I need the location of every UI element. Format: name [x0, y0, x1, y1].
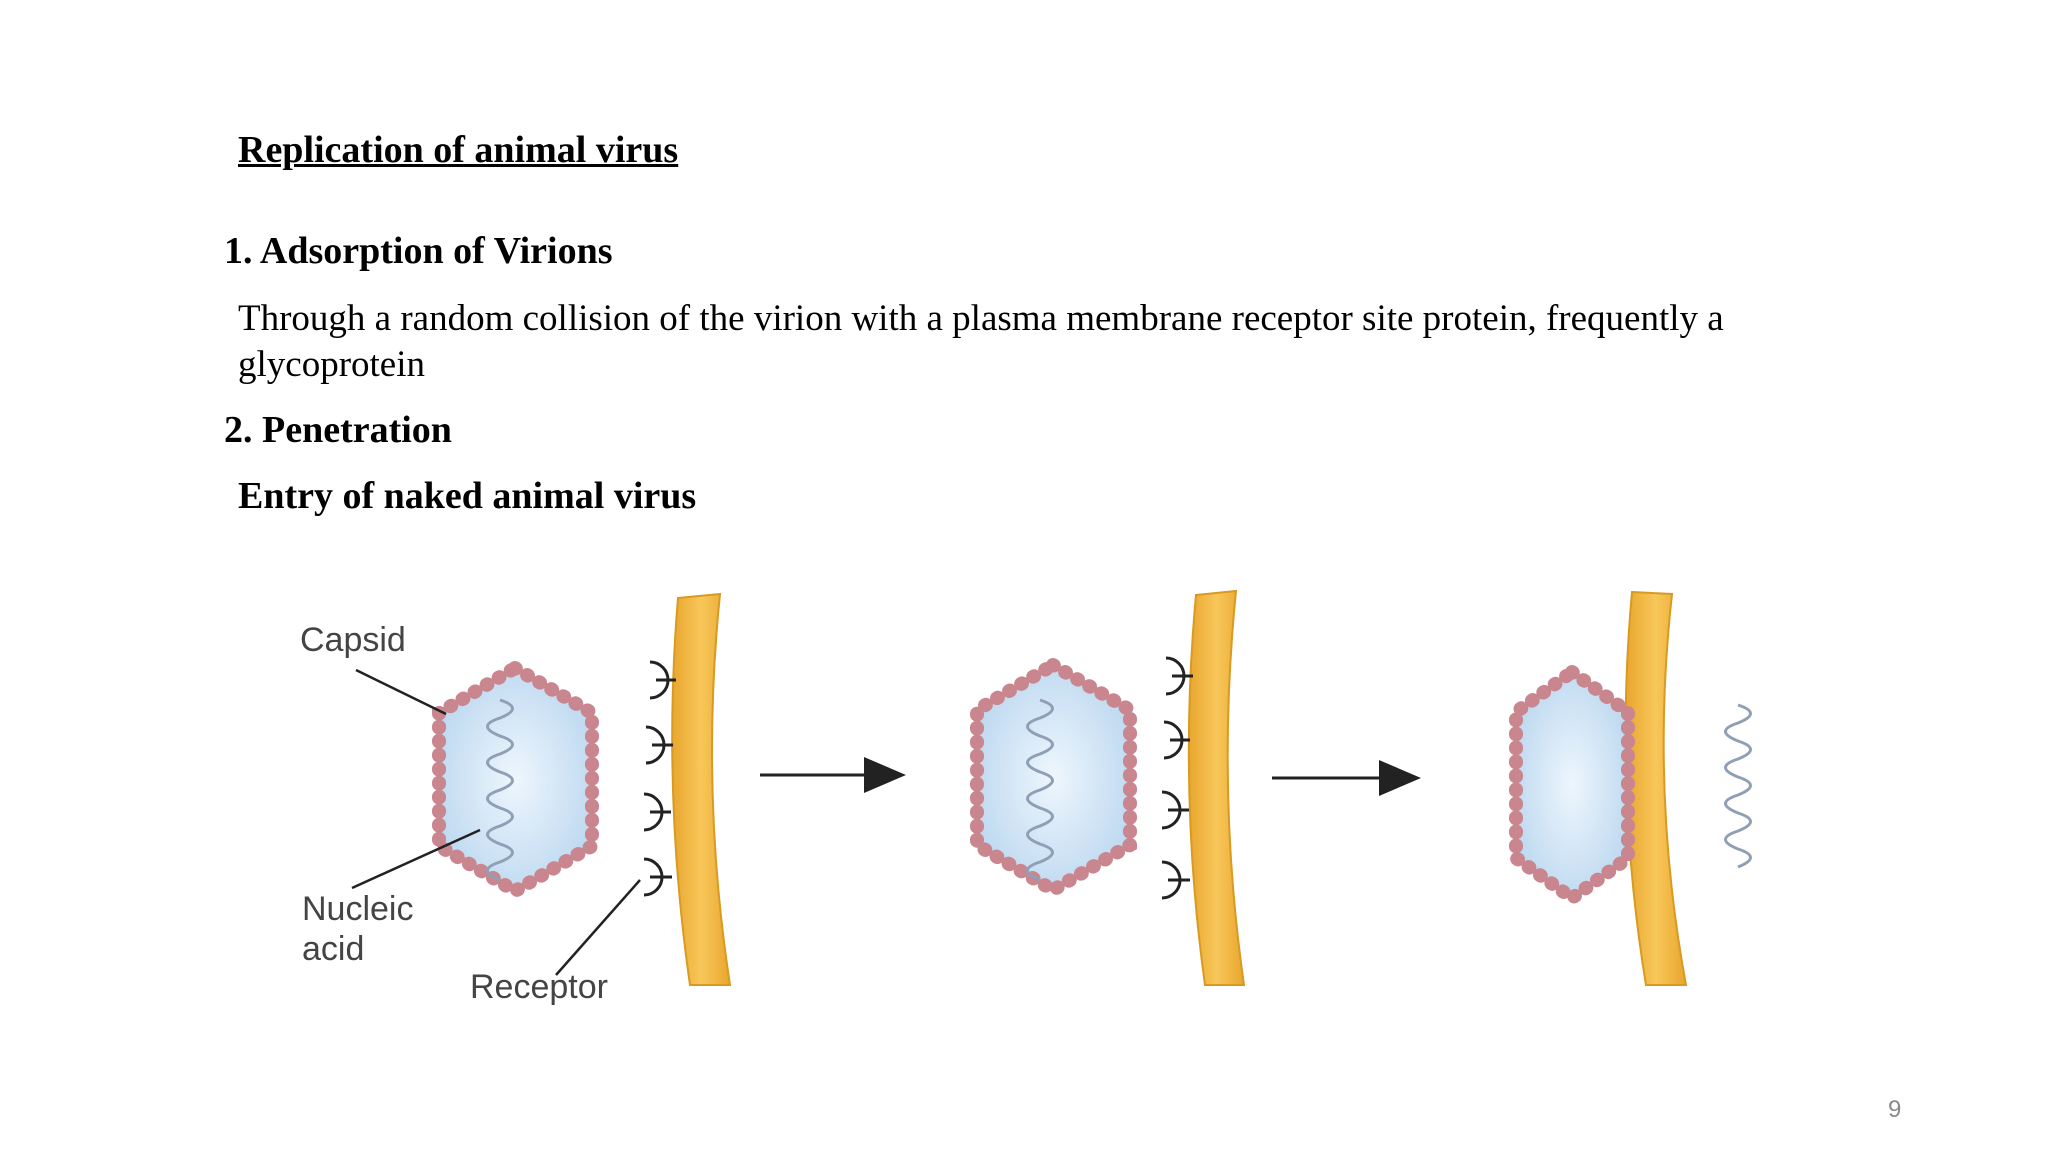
nucleic-acid-label-line2: acid	[302, 930, 364, 968]
released-nucleic-acid	[1726, 705, 1751, 867]
receptor-label: Receptor	[470, 968, 608, 1006]
stage-3-genome-release	[1516, 592, 1751, 985]
stage-2-binding	[977, 591, 1244, 985]
cell-membrane	[1189, 591, 1244, 985]
virion	[439, 668, 592, 891]
receptor-pointer	[556, 880, 640, 975]
cell-membrane	[1626, 592, 1686, 985]
capsid-label: Capsid	[300, 621, 406, 659]
page-number: 9	[1888, 1096, 1901, 1124]
nucleic-acid-label-line1: Nucleic	[302, 890, 413, 928]
capsid-pointer	[356, 670, 446, 714]
cell-membrane	[672, 594, 730, 985]
virion	[977, 665, 1130, 890]
receptors	[644, 662, 676, 895]
stage-1-attachment: Capsid Nucleic acid Receptor	[300, 594, 730, 1006]
virion-capsid-empty	[1516, 672, 1628, 898]
